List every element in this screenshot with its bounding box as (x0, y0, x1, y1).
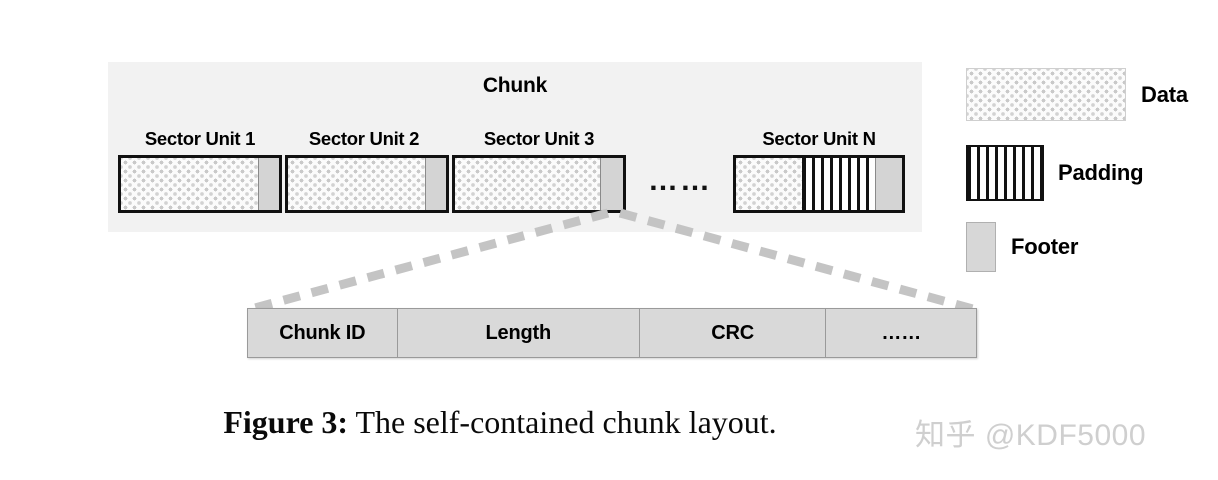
sector-unit-1-label: Sector Unit 1 (144, 128, 256, 149)
footer-field-length: Length (398, 309, 640, 357)
sector-unit-n-label: Sector Unit N (762, 128, 876, 149)
footer-field-more: …… (881, 321, 921, 344)
figure-caption: Figure 3: The self-contained chunk layou… (0, 404, 1000, 441)
sector-unit-n (733, 155, 905, 213)
figure-caption-text: The self-contained chunk layout. (348, 404, 777, 440)
sector-unit-3-footer-segment (600, 158, 623, 210)
sector-unit-2-data-segment (288, 158, 425, 210)
sector-unit-3-label: Sector Unit 3 (483, 128, 595, 149)
sector-unit-3-data-segment (455, 158, 600, 210)
footer-field-chunk-id: Chunk ID (248, 309, 398, 357)
figure-caption-label: Figure 3: (223, 404, 349, 440)
watermark: 知乎 @KDF5000 (915, 419, 1147, 452)
sector-unit-n-data-segment (736, 158, 802, 210)
sector-unit-2-label: Sector Unit 2 (308, 128, 420, 149)
legend-label-footer: Footer (1011, 234, 1079, 259)
data-swatch-icon (966, 68, 1126, 121)
sector-units-ellipsis: …… (648, 164, 712, 197)
footer-swatch-icon (966, 222, 996, 272)
legend-label-data: Data (1141, 82, 1188, 107)
sector-unit-3 (452, 155, 626, 213)
sector-unit-1-data-segment (121, 158, 258, 210)
sector-unit-2 (285, 155, 449, 213)
footer-field-crc: CRC (640, 309, 827, 357)
padding-swatch-icon (966, 145, 1044, 201)
sector-unit-n-footer-segment (875, 158, 902, 210)
footer-detail-table: Chunk ID Length CRC …… (247, 308, 977, 358)
chunk-title: Chunk (482, 74, 548, 97)
sector-unit-n-padding-segment (802, 158, 875, 210)
sector-unit-1-footer-segment (258, 158, 279, 210)
sector-unit-2-footer-segment (425, 158, 446, 210)
legend-label-padding: Padding (1058, 160, 1144, 185)
sector-unit-1 (118, 155, 282, 213)
